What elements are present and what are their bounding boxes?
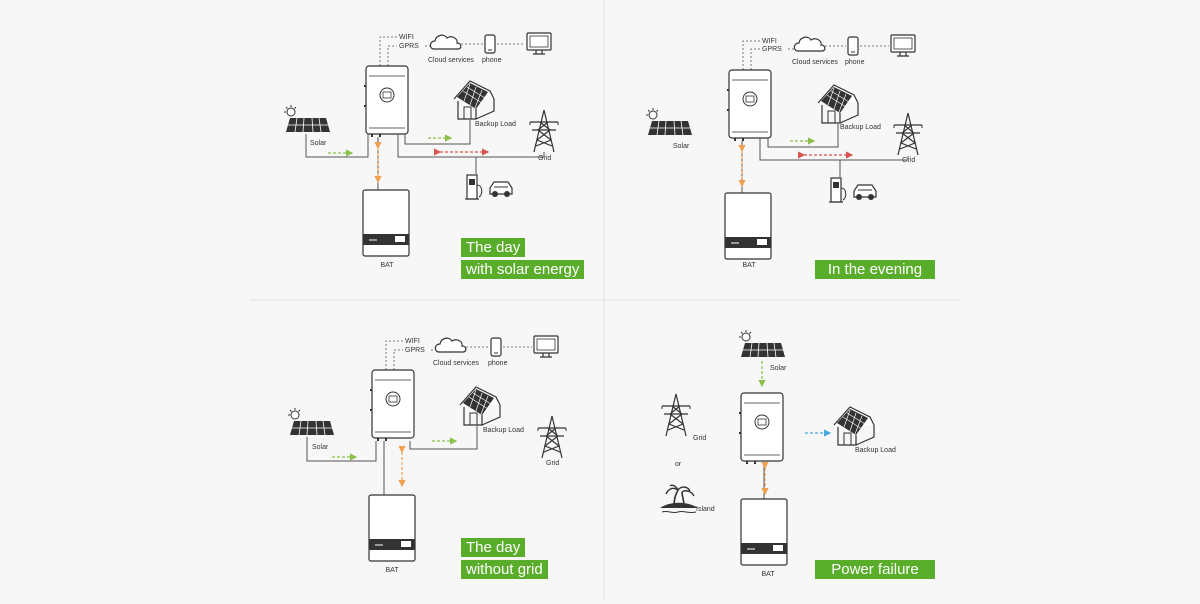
inverter-icon bbox=[369, 369, 415, 442]
cloud-services-label: Cloud services bbox=[433, 360, 479, 367]
battery-icon bbox=[362, 189, 410, 257]
caption-power-failure-1: Power failure bbox=[815, 560, 935, 579]
house-icon bbox=[833, 406, 875, 446]
phone-label: phone bbox=[482, 57, 502, 64]
battery-icon bbox=[724, 192, 772, 260]
monitor-icon bbox=[890, 34, 916, 57]
wifi-label: WIFI bbox=[405, 338, 420, 345]
car-icon bbox=[853, 184, 877, 201]
caption-day-solar-2: with solar energy bbox=[461, 260, 585, 279]
grid-label: Grid bbox=[693, 435, 706, 442]
monitor-icon bbox=[533, 335, 559, 358]
gprs-label: GPRS bbox=[762, 46, 782, 53]
backup-wire bbox=[767, 124, 839, 148]
inverter-icon bbox=[726, 69, 772, 142]
gprs-label: GPRS bbox=[399, 43, 419, 50]
cloud-icon bbox=[793, 36, 826, 52]
grid-tower-icon bbox=[661, 393, 691, 437]
backup-load-label: Backup Load bbox=[855, 447, 896, 454]
palm-island-icon bbox=[659, 484, 699, 514]
gprs-link bbox=[750, 48, 760, 70]
cloud-services-label: Cloud services bbox=[428, 57, 474, 64]
solar-panel-icon bbox=[738, 329, 786, 358]
solar-panel-icon bbox=[283, 104, 331, 133]
bat-label: BAT bbox=[380, 262, 394, 269]
grid-wire bbox=[759, 138, 909, 161]
wifi-label: WIFI bbox=[399, 34, 414, 41]
wifi-link bbox=[379, 36, 397, 66]
solar-label: Solar bbox=[312, 444, 329, 451]
monitor-icon bbox=[526, 32, 552, 55]
caption-day-no-grid-2: without grid bbox=[461, 560, 548, 579]
cloud-icon bbox=[434, 337, 467, 353]
phone-label: phone bbox=[488, 360, 508, 367]
gprs-link bbox=[387, 45, 397, 66]
grid-label: Grid bbox=[902, 157, 915, 164]
solar-wire bbox=[305, 134, 369, 158]
solar-label: Solar bbox=[310, 140, 327, 147]
backup-load-label: Backup Load bbox=[483, 427, 524, 434]
car-icon bbox=[489, 181, 513, 198]
solar-panel-icon bbox=[645, 107, 693, 136]
grid-label: Grid bbox=[538, 155, 551, 162]
solar-panel-icon bbox=[287, 407, 335, 436]
wifi-label: WIFI bbox=[762, 38, 777, 45]
house-icon bbox=[817, 84, 859, 124]
solar-wire bbox=[306, 437, 377, 462]
backup-wire bbox=[404, 120, 471, 145]
panel-dividers bbox=[250, 0, 960, 599]
grid-tower-icon bbox=[893, 112, 923, 156]
backup-wire bbox=[409, 426, 478, 450]
grid-tower-icon bbox=[529, 109, 559, 153]
gprs-link bbox=[393, 349, 403, 370]
cloud-services-label: Cloud services bbox=[792, 59, 838, 66]
or-label: or bbox=[675, 461, 682, 468]
caption-day-solar-1: The day bbox=[461, 238, 526, 257]
wifi-link bbox=[385, 340, 403, 370]
grid-label: Grid bbox=[546, 460, 559, 467]
grid-tower-icon bbox=[537, 415, 567, 459]
solar-label: Solar bbox=[673, 143, 690, 150]
bat-label: BAT bbox=[761, 571, 775, 578]
solar-label: Solar bbox=[770, 365, 787, 372]
island-label: Island bbox=[696, 506, 715, 513]
caption-day-no-grid-1: The day bbox=[461, 538, 526, 557]
bat-label: BAT bbox=[385, 567, 399, 574]
phone-icon bbox=[490, 337, 502, 357]
grid-wire bbox=[397, 134, 545, 158]
house-icon bbox=[453, 80, 495, 120]
ev-charger-icon bbox=[828, 177, 847, 203]
phone-icon bbox=[847, 36, 859, 56]
battery-icon bbox=[368, 494, 416, 562]
backup-load-label: Backup Load bbox=[840, 124, 881, 131]
inverter-icon bbox=[738, 392, 784, 465]
inverter-icon bbox=[363, 65, 409, 138]
cloud-icon bbox=[429, 34, 462, 50]
gprs-label: GPRS bbox=[405, 347, 425, 354]
ev-charger-icon bbox=[464, 174, 483, 200]
backup-load-label: Backup Load bbox=[475, 121, 516, 128]
wifi-link bbox=[742, 40, 760, 70]
caption-evening-1: In the evening bbox=[815, 260, 935, 279]
battery-icon bbox=[740, 498, 788, 566]
phone-label: phone bbox=[845, 59, 865, 66]
phone-icon bbox=[484, 34, 496, 54]
house-icon bbox=[459, 386, 501, 426]
bat-label: BAT bbox=[742, 262, 756, 269]
